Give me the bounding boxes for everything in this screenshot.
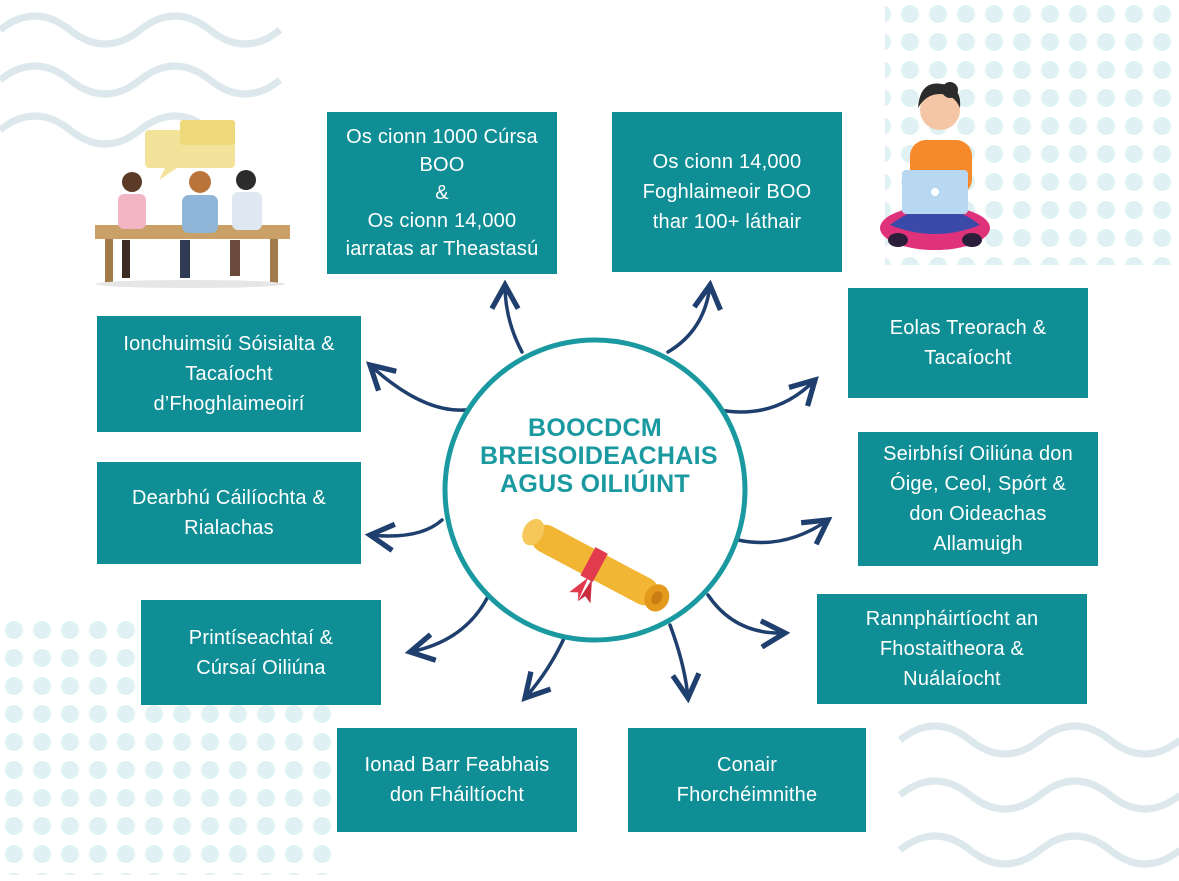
arrow-employer [706,593,785,633]
arrow-hospitality [525,632,568,698]
arrow-learners [666,285,710,354]
hub-title: BOOCDCM BREISOIDEACHAIS AGUS OILIÚINT [480,414,718,498]
wave-decoration-bottom-right [897,722,1179,868]
arrow-guidance [718,380,815,414]
box-inclusion: Ionchuimsiú Sóisialta & Tacaíocht d’Fhog… [97,316,361,432]
arrow-quality [370,518,444,536]
arrow-youth [736,520,828,543]
box-apprenticeships: Printíseachtaí & Cúrsaí Oiliúna [141,600,381,705]
box-guidance: Eolas Treorach & Tacaíocht [848,288,1088,398]
laptop-learner-illustration [880,82,990,250]
meeting-people-illustration [95,120,290,288]
box-hospitality: Ionad Barr Feabhais don Fháiltíocht [337,728,577,832]
arrow-inclusion [370,365,480,412]
wave-decoration-top-left [0,12,283,148]
arrow-courses [505,285,524,354]
hub-circle [442,337,748,643]
box-quality: Dearbhú Cáilíochta & Rialachas [97,462,361,564]
box-learners: Os cionn 14,000 Foghlaimeoir BOO thar 10… [612,112,842,272]
box-courses: Os cionn 1000 Cúrsa BOO & Os cionn 14,00… [327,112,557,274]
diploma-scroll-icon [522,518,670,612]
box-youth: Seirbhísí Oiliúna don Óige, Ceol, Spórt … [858,432,1098,566]
box-pathway: Conair Fhorchéimnithe [628,728,866,832]
box-employer: Rannpháirtíocht an Fhostaitheora & Nuála… [817,594,1087,704]
arrow-pathway [668,623,688,698]
arrow-apprenticeships [410,586,494,652]
